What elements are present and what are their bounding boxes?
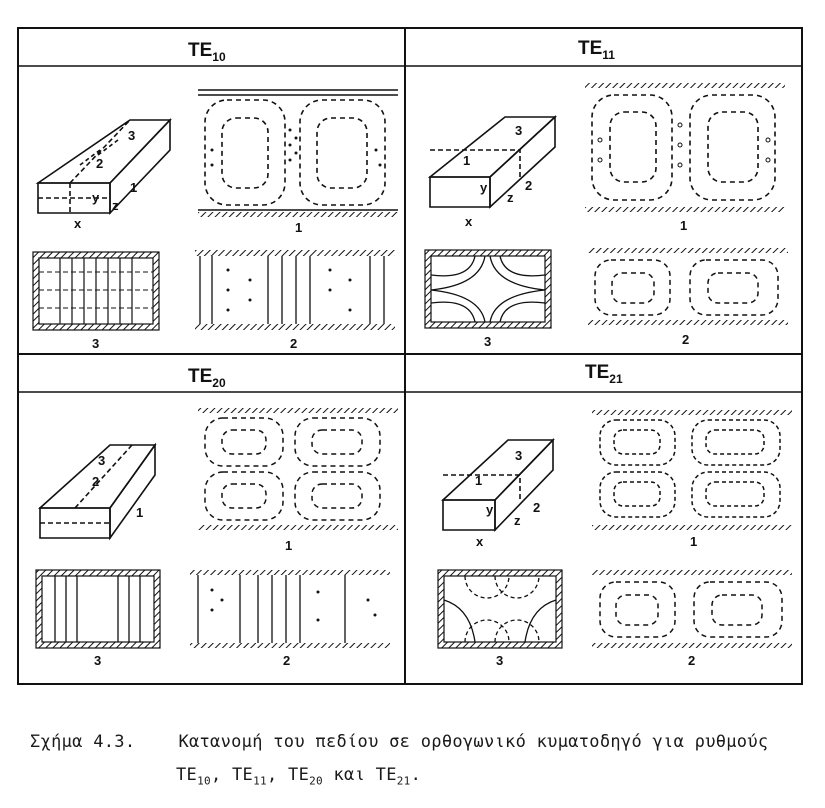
axis-x: x [465,214,473,229]
longitudinal-view [585,83,785,212]
label-longitudinal: 1 [130,180,137,195]
label-side-view: 2 [283,653,290,668]
longitudinal-view [198,89,398,217]
side-view [592,570,792,648]
side-view [195,250,395,330]
label-cross: 3 [98,453,105,468]
axis-x: x [476,534,484,549]
label-cross: 3 [128,128,135,143]
longitudinal-view [592,410,792,530]
label-side-view: 2 [688,653,695,668]
label-side: 2 [96,156,103,171]
axis-y: y [92,190,100,205]
caption-text: Κατανομή του πεδίου σε ορθογωνικό κυματο… [178,732,769,752]
axis-x: x [74,216,82,231]
label-cross-view: 3 [496,653,503,668]
label-side-view: 2 [290,336,297,351]
axis-z: z [507,190,514,205]
label-longitudinal-view: 1 [680,218,687,233]
panel-title: TE10 [188,40,226,64]
panel-title: TE21 [585,362,623,386]
label-longitudinal-view: 1 [285,538,292,553]
label-side: 2 [533,500,540,515]
figure-frame [17,27,803,685]
label-longitudinal: 1 [136,505,143,520]
panel-te20: TE20 3 2 1 1 [35,366,398,668]
waveguide-3d-view [440,438,555,532]
caption-line-2: TE10, TE11, TE20 και TE21. [176,765,421,787]
panel-te11: TE11 3 1 2 x y z [424,38,788,349]
cross-section-view [32,251,160,331]
label-longitudinal-view: 1 [690,534,697,549]
cross-section-view [35,569,161,649]
panel-te21: TE21 3 1 2 x y z 1 [437,362,792,668]
waveguide-figure: TE10 3 2 1 x y z [17,27,803,685]
axis-y: y [480,180,488,195]
label-cross-view: 3 [484,334,491,349]
waveguide-3d-view [35,118,172,215]
panel-title: TE11 [578,38,615,62]
caption-mode-te10: TE10, [176,765,233,788]
caption-line-1: Σχήμα 4.3. Κατανομή του πεδίου σε ορθογω… [30,732,768,752]
panel-title: TE20 [188,366,226,390]
label-cross: 3 [515,448,522,463]
label-side: 2 [525,178,532,193]
label-longitudinal-view: 1 [295,220,302,235]
cross-section-view [437,569,563,649]
label-cross: 3 [515,123,522,138]
label-cross-view: 3 [94,653,101,668]
panel-te10: TE10 3 2 1 x y z [32,40,398,351]
side-view [588,248,788,325]
longitudinal-view [198,408,398,530]
axis-z: z [514,513,521,528]
label-side-view: 2 [682,332,689,347]
waveguide-3d-view [37,442,157,541]
waveguide-3d-view [427,115,558,209]
caption-mode-te20: TE20 και [288,765,376,788]
cross-section-view [424,249,552,329]
label-longitudinal: 1 [463,153,470,168]
side-view [190,570,390,648]
label-side: 2 [92,474,99,489]
label-longitudinal: 1 [475,473,482,488]
caption-label: Σχήμα 4.3. [30,732,136,752]
axis-y: y [486,502,494,517]
label-cross-view: 3 [92,336,99,351]
caption-mode-te21: TE21. [375,765,422,788]
axis-z: z [112,198,119,213]
caption-mode-te11: TE11, [232,765,289,788]
